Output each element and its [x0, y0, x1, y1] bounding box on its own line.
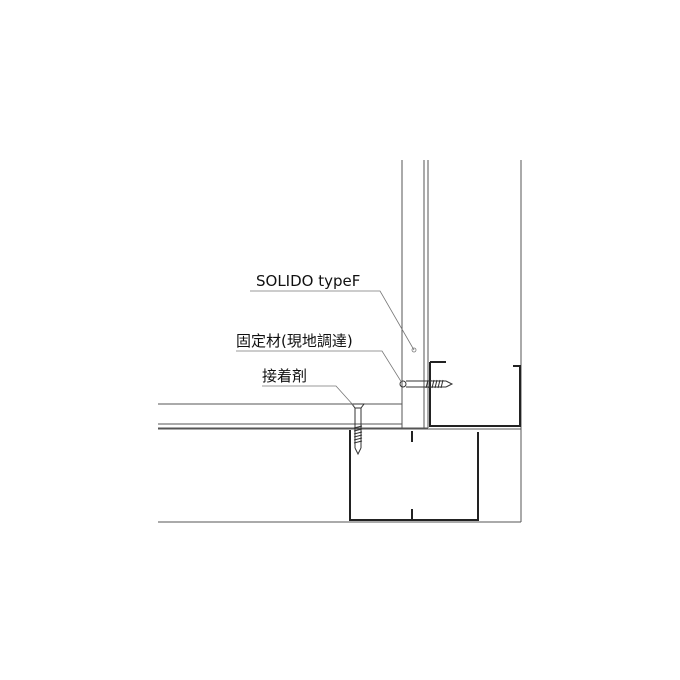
leader-panel-dot: [411, 347, 417, 353]
lower-base-lines: [158, 428, 521, 523]
screw-head-icon: [399, 380, 407, 388]
label-fixing: 固定材(現地調達): [236, 332, 353, 350]
vertical-wall-panel: [401, 160, 429, 429]
leader-lines: [236, 290, 417, 407]
leader-fixing: [236, 350, 403, 384]
steel-channel-section: [349, 361, 521, 521]
channel-upper-profile: [429, 362, 521, 427]
horizontal-floor-panel: [158, 403, 402, 429]
fixing-screw-horizontal: [399, 379, 454, 389]
label-adhesive: 接着剤: [262, 367, 307, 385]
fixing-screw-vertical: [351, 403, 365, 456]
label-panel: SOLIDO typeF: [256, 272, 360, 290]
screw-thread: [353, 425, 363, 444]
leader-adhesive: [262, 385, 355, 407]
leader-panel: [250, 290, 415, 351]
channel-box-profile: [349, 430, 479, 521]
screw-thread: [425, 379, 444, 389]
